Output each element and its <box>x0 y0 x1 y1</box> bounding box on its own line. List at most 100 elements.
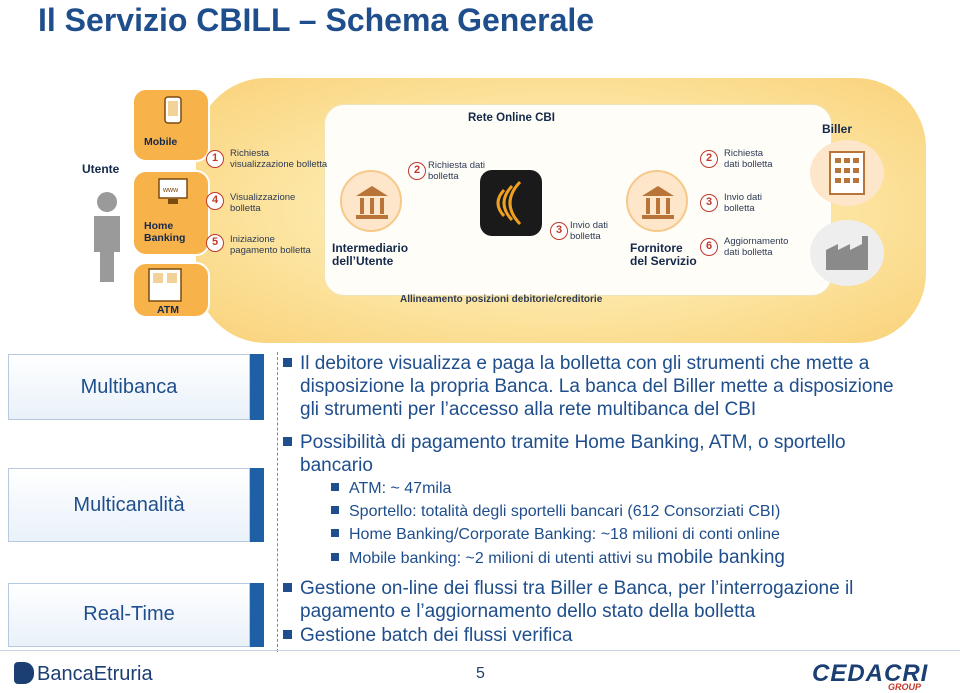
step-4-line-1: Visualizzazione <box>230 192 296 203</box>
multicanalita-label: Multicanalità <box>73 494 185 516</box>
bancaetruria-mark-icon <box>14 662 34 684</box>
bullet-2-line-1: Possibilità di pagamento tramite Home Ba… <box>300 432 846 453</box>
utente-label: Utente <box>82 162 120 176</box>
box-multibanca: Multibanca <box>8 354 250 420</box>
atm-label: ATM <box>157 304 179 316</box>
bullet-4-line-1: Gestione batch dei flussi verifica <box>300 625 573 646</box>
bullet-2: Possibilità di pagamento tramite Home Ba… <box>283 431 846 477</box>
mid-step-2-badge: 2 <box>408 162 426 180</box>
sub-bullet-4-emphasis: mobile banking <box>657 547 785 568</box>
right-step-2-line-1: Richiesta <box>724 148 764 159</box>
home-banking-line-2: Banking <box>144 232 186 244</box>
home-banking-line-1: Home <box>144 220 174 232</box>
right-step-3-line-2: bolletta <box>724 203 755 214</box>
box-multicanalita-tab <box>250 468 264 542</box>
factory-icon <box>826 236 868 270</box>
page-title: Il Servizio CBILL – Schema Generale <box>38 2 595 38</box>
step-1-badge: 1 <box>206 150 224 168</box>
step-5-line-2: pagamento bolletta <box>230 245 311 256</box>
biller-office-icon <box>810 140 884 206</box>
cbill-diagram: Utente Mobile www Home Banking ATM 1 Ric… <box>70 78 926 343</box>
right-step-6-line-1: Aggiornamento <box>724 236 789 247</box>
home-banking-channel: www Home Banking <box>132 170 210 256</box>
bank-building-icon <box>642 186 674 219</box>
step-4-badge: 4 <box>206 192 224 210</box>
mobile-channel: Mobile <box>132 88 210 162</box>
bullet-square-icon <box>283 358 292 367</box>
page-number: 5 <box>476 665 485 682</box>
box-multibanca-tab <box>250 354 264 420</box>
user-icon <box>94 192 120 282</box>
fornitore-bank-icon <box>626 170 688 232</box>
home-banking-label: Home Banking <box>144 220 185 244</box>
atm-channel <box>132 262 210 318</box>
www-label: www <box>162 187 179 194</box>
allineamento-label: Allineamento posizioni debitorie/credito… <box>400 294 603 305</box>
bullet-square-icon <box>283 583 292 592</box>
sub-bullet-square-icon <box>331 553 339 561</box>
right-step-6-line-2: dati bolletta <box>724 247 773 258</box>
bancaetruria-logo: BancaEtruria <box>14 662 153 686</box>
bancaetruria-text: BancaEtruria <box>37 663 153 685</box>
sub-bullet-2-text: Sportello: totalità degli sportelli banc… <box>349 503 781 520</box>
cbi-network-logo <box>480 170 542 236</box>
sub-bullet-1-text: ATM: ~ 47mila <box>349 480 452 497</box>
office-building-icon <box>829 151 865 195</box>
intermediario-line-1: Intermediario <box>332 241 409 255</box>
right-step-3-line-1: Invio dati <box>724 192 763 203</box>
sub-bullet-1: ATM: ~ 47mila <box>331 479 451 499</box>
realtime-label: Real-Time <box>83 603 175 625</box>
bullet-square-icon <box>283 630 292 639</box>
sub-bullet-3: Home Banking/Corporate Banking: ~18 mili… <box>331 525 780 545</box>
sub-bullet-2: Sportello: totalità degli sportelli banc… <box>331 502 780 522</box>
box-multicanalita: Multicanalità <box>8 468 250 542</box>
right-step-6-badge: 6 <box>700 238 718 256</box>
bullet-1-line-3: gli strumenti per l’accesso alla rete mu… <box>300 399 757 420</box>
computer-icon: www <box>158 178 188 204</box>
step-4-line-2: bolletta <box>230 203 261 214</box>
bullet-1-line-1: Il debitore visualizza e paga la bollett… <box>300 353 870 374</box>
mid-step-3-line-1: Invio dati <box>570 220 609 231</box>
sub-bullet-square-icon <box>331 529 339 537</box>
fornitore-line-1: Fornitore <box>630 241 683 255</box>
sub-bullet-4: Mobile banking: ~2 milioni di utenti att… <box>331 548 785 569</box>
step-5-badge: 5 <box>206 234 224 252</box>
bank-building-icon <box>356 186 388 219</box>
atm-icon <box>148 268 182 302</box>
footer-divider <box>0 650 960 651</box>
step-1-line-2: visualizzazione bolletta <box>230 159 328 170</box>
multibanca-label: Multibanca <box>80 376 178 398</box>
cedacri-logo: CEDACRI <box>812 660 929 687</box>
bullet-3-line-2: pagamento e l’aggiornamento dello stato … <box>300 601 756 622</box>
rete-online-area <box>324 104 832 296</box>
bullet-1: Il debitore visualizza e paga la bollett… <box>283 352 894 421</box>
divider-line <box>277 352 278 652</box>
mid-step-3-line-2: bolletta <box>570 231 601 242</box>
intermediario-line-2: dell’Utente <box>332 254 394 268</box>
mobile-label: Mobile <box>144 136 178 148</box>
mid-step-2-line-2: bolletta <box>428 171 459 182</box>
mid-step-2-line-1: Richiesta dati <box>428 160 486 171</box>
smartphone-icon <box>164 96 182 124</box>
bullet-3: Gestione on-line dei flussi tra Biller e… <box>283 577 853 623</box>
sub-bullet-3-text: Home Banking/Corporate Banking: ~18 mili… <box>349 526 780 543</box>
bullet-1-line-2: disposizione la propria Banca. La banca … <box>300 376 894 397</box>
biller-factory-icon <box>810 220 884 286</box>
right-step-3-badge: 3 <box>700 194 718 212</box>
cedacri-group-label: GROUP <box>888 682 922 692</box>
step-1-line-1: Richiesta <box>230 148 270 159</box>
sub-bullet-4-text: Mobile banking: ~2 milioni di utenti att… <box>349 550 653 567</box>
bullet-3-line-1: Gestione on-line dei flussi tra Biller e… <box>300 578 854 599</box>
biller-label: Biller <box>822 122 853 136</box>
rete-online-label: Rete Online CBI <box>468 112 555 124</box>
intermediario-bank-icon <box>340 170 402 232</box>
